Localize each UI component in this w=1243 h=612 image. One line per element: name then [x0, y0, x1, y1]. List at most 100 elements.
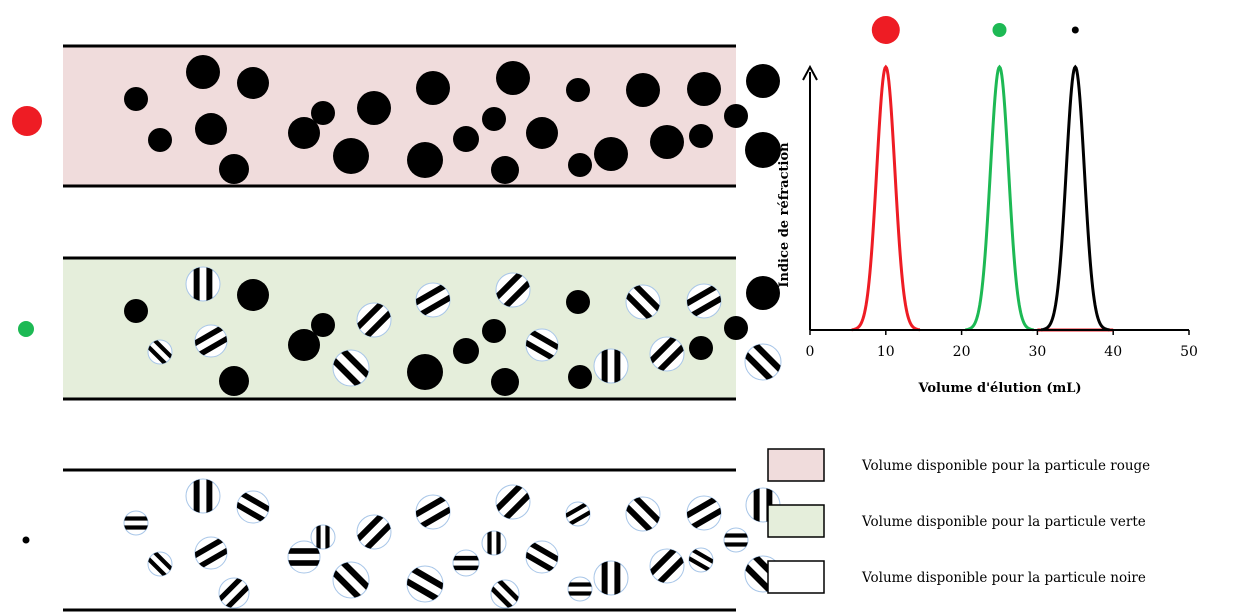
bead [237, 279, 269, 311]
bead [195, 113, 227, 145]
legend-swatch-black [767, 560, 825, 594]
bead [333, 138, 369, 174]
bead [311, 313, 335, 337]
bead-striped [310, 524, 336, 550]
bead-striped [123, 510, 149, 536]
bead-striped [648, 547, 686, 585]
peak-line-0 [851, 64, 921, 332]
bead [724, 316, 748, 340]
bead-striped [146, 550, 174, 578]
bead [453, 338, 479, 364]
bead [416, 71, 450, 105]
bead [482, 319, 506, 343]
x-tick-label: 10 [877, 344, 895, 360]
legend-swatch-green [767, 504, 825, 538]
bead-striped [234, 490, 272, 524]
column-black [22, 468, 783, 612]
red-particle-marker [12, 106, 42, 136]
bead-striped [287, 540, 321, 574]
x-tick-label: 0 [806, 344, 815, 360]
bead [148, 128, 172, 152]
bead [626, 73, 660, 107]
column-green [18, 256, 783, 401]
bead-striped [331, 348, 371, 388]
bead [568, 153, 592, 177]
bead [219, 154, 249, 184]
bead [491, 368, 519, 396]
bead [650, 125, 684, 159]
bead-striped [192, 324, 230, 358]
peak-line-2 [1041, 64, 1110, 332]
bead-striped [648, 335, 686, 373]
bead-striped [687, 547, 715, 573]
bead [288, 117, 320, 149]
bead [566, 290, 590, 314]
bead-striped [723, 527, 749, 553]
legend-label-green: Volume disponible pour la particule vert… [861, 514, 1146, 530]
bead-striped [743, 342, 783, 382]
column-red-fill [63, 46, 736, 186]
bead [219, 366, 249, 396]
y-axis-arrow [802, 64, 818, 81]
bead-striped [185, 266, 221, 302]
bead [311, 101, 335, 125]
bead-striped [192, 536, 230, 570]
bead-striped [481, 530, 507, 556]
bead-striped [523, 328, 561, 362]
column-red [12, 44, 781, 188]
bead [745, 132, 781, 168]
bead [453, 126, 479, 152]
bead-striped [413, 282, 453, 318]
bead-striped [355, 513, 393, 551]
bead [689, 336, 713, 360]
bead [746, 64, 780, 98]
legend-label-black: Volume disponible pour la particule noir… [861, 570, 1146, 586]
bead [568, 365, 592, 389]
bead-striped [494, 271, 532, 309]
column-green-fill [63, 258, 736, 399]
legend-swatch-red [767, 448, 825, 482]
bead [124, 87, 148, 111]
bead-striped [684, 495, 724, 531]
legend: Volume disponible pour la particule roug… [767, 448, 1150, 594]
column-green-beads [124, 266, 783, 396]
x-tick-label: 30 [1028, 344, 1046, 360]
x-tick-label: 50 [1180, 344, 1198, 360]
bead-striped [217, 576, 251, 610]
chart-marks [851, 16, 1114, 332]
bead-striped [564, 501, 592, 527]
bead-striped [413, 494, 453, 530]
x-tick-label: 20 [953, 344, 971, 360]
bead-striped [624, 495, 662, 533]
x-axis-label: Volume d'élution (mL) [917, 381, 1081, 396]
bead-striped [593, 348, 629, 384]
y-axis-label: Indice de réfraction [777, 142, 792, 288]
bead [687, 72, 721, 106]
peak-line-1 [965, 64, 1034, 332]
black-particle-marker [22, 536, 30, 544]
bead-striped [593, 560, 629, 596]
bead [746, 276, 780, 310]
bead-striped [684, 283, 724, 319]
bead-striped [355, 301, 393, 339]
column-black-beads [123, 478, 783, 610]
bead-striped [185, 478, 221, 514]
bead [124, 299, 148, 323]
peak-marker-2 [1071, 26, 1079, 34]
bead-striped [567, 576, 593, 602]
column-red-beads [124, 55, 781, 184]
bead [689, 124, 713, 148]
bead-striped [404, 565, 446, 603]
bead-striped [452, 549, 480, 577]
legend-label-red: Volume disponible pour la particule roug… [861, 458, 1150, 474]
bead [357, 91, 391, 125]
bead [566, 78, 590, 102]
bead [496, 61, 530, 95]
bead-striped [489, 578, 521, 610]
bead [237, 67, 269, 99]
bead [288, 329, 320, 361]
bead [482, 107, 506, 131]
bead [407, 354, 443, 390]
green-particle-marker [18, 321, 34, 337]
